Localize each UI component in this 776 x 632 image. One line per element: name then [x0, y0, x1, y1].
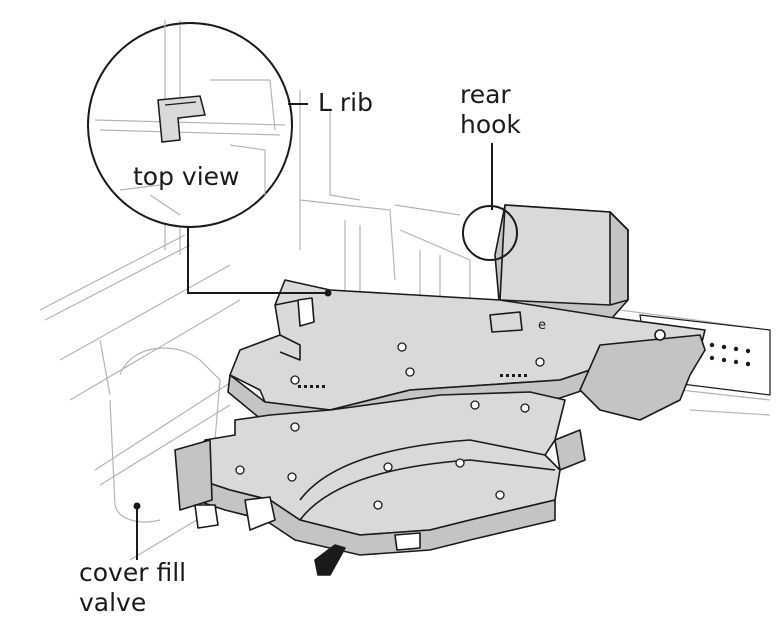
- l-rib-shape: [157, 95, 206, 143]
- vent-slots: [298, 374, 527, 388]
- top-view-leader: [187, 226, 328, 294]
- top-view-label-text: top view: [133, 162, 240, 191]
- l-rib-label-text: L rib: [318, 88, 373, 117]
- rear-hook-callout: [462, 205, 518, 261]
- rear-hook-label-line-2: hook: [460, 110, 521, 139]
- cover-fill-valve-label-line-2: valve: [79, 588, 147, 617]
- tray-assembly: e: [174, 204, 706, 576]
- l-rib-label: L rib: [318, 88, 373, 118]
- top-view-label: top view: [133, 162, 239, 192]
- screws: [235, 342, 545, 510]
- cover-fill-valve-label-line-1: cover fill: [79, 558, 187, 587]
- rear-hook-label: rear hook: [460, 80, 521, 140]
- top-view-leader-dot: [324, 289, 332, 297]
- cover-fill-valve-leader-dot: [133, 502, 141, 510]
- rear-hook-label-line-1: rear: [460, 80, 511, 109]
- detail-magnifier-icon: [87, 22, 293, 228]
- svg-text:e: e: [538, 318, 546, 333]
- leader-lines: [136, 103, 493, 560]
- cover-fill-valve-label: cover fill valve: [79, 558, 186, 618]
